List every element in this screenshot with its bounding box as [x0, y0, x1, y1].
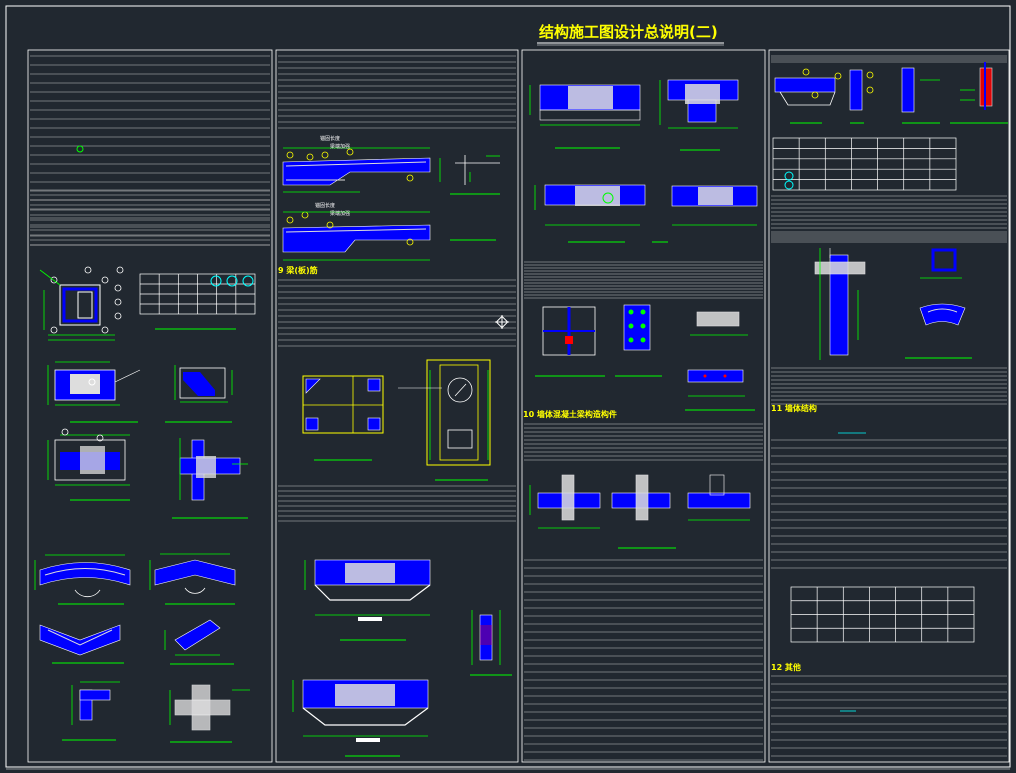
t-joint-detail — [172, 438, 248, 519]
note-lines — [30, 55, 1007, 761]
section-12-label: 12 其他 — [771, 662, 801, 672]
beam-joint-detail-1 — [47, 361, 141, 423]
haunch-detail-1 — [304, 559, 431, 641]
wall-beam-joint-3 — [687, 474, 751, 521]
table-b-circles — [784, 171, 794, 190]
table-c — [790, 586, 975, 643]
inclined-beam-detail — [164, 619, 234, 665]
wall-end-detail — [62, 681, 120, 741]
section-11-label: 11 墙体结构 — [771, 403, 817, 413]
ledge-detail — [685, 311, 755, 411]
parapet-detail — [950, 62, 1008, 124]
slab-section-2 — [534, 184, 646, 243]
column-section-detail — [39, 266, 124, 341]
sheet-title: 结构施工图设计总说明(二) — [539, 23, 718, 41]
beam-rebar-elevation-1: 锚固长度 梁端加强 — [282, 135, 441, 193]
beam-rebar-elevation-2: 锚固长度 梁端加强 — [282, 202, 431, 261]
table-a-circles — [210, 275, 254, 287]
bolt-plate-detail — [615, 304, 662, 377]
marker-icon — [76, 145, 84, 153]
arch-detail — [905, 303, 972, 359]
beam-support-detail — [774, 68, 842, 124]
slab-section-1 — [529, 84, 641, 149]
column-2-details: 锚固长度 梁端加强 锚固长度 梁端加强 9 梁(板)筋 — [278, 135, 512, 757]
curved-beam-detail-1 — [34, 554, 131, 605]
haunch-side-detail — [470, 610, 512, 676]
haunch-detail-2 — [292, 679, 429, 757]
column-1-details — [34, 145, 256, 743]
beam-note-3: 锚固长度 — [315, 202, 335, 209]
curved-beam-detail-2 — [149, 553, 236, 605]
column-3-details: 10 墙体混凝土梁构造构件 — [523, 79, 758, 549]
pilaster-detail — [814, 248, 866, 360]
slab-section-3 — [652, 185, 758, 243]
column-frames — [27, 49, 1010, 763]
corner-joint-detail-1 — [165, 365, 233, 423]
beam-note-2: 梁端加强 — [330, 143, 350, 150]
column-section-small-1 — [849, 69, 874, 124]
wall-beam-joint-1 — [529, 474, 601, 529]
t-beam-section — [659, 79, 739, 151]
table-border — [772, 137, 957, 191]
column-4-details: 11 墙体结构 12 其他 — [771, 62, 1008, 712]
column-section-small-2 — [901, 67, 940, 124]
beam-note-4: 梁端加强 — [330, 210, 350, 217]
sheet-frame — [5, 5, 1011, 768]
section-10-label: 10 墙体混凝土梁构造构件 — [523, 409, 617, 419]
pipe-sleeve-detail — [398, 359, 491, 481]
beam-note-1: 锚固长度 — [320, 135, 340, 142]
beam-section-small — [450, 155, 500, 195]
v-beam-detail — [39, 624, 124, 664]
cross-joint-detail — [169, 684, 250, 743]
beam-joint-detail-2 — [47, 428, 130, 501]
table-b — [772, 137, 957, 191]
table-a — [139, 273, 256, 315]
slab-opening-detail — [302, 375, 384, 461]
section-9-label: 9 梁(板)筋 — [278, 265, 318, 275]
small-column-section — [920, 248, 962, 279]
move-cursor-icon — [495, 315, 509, 329]
embedded-plate-detail — [535, 306, 605, 377]
wall-beam-joint-2 — [611, 474, 676, 549]
